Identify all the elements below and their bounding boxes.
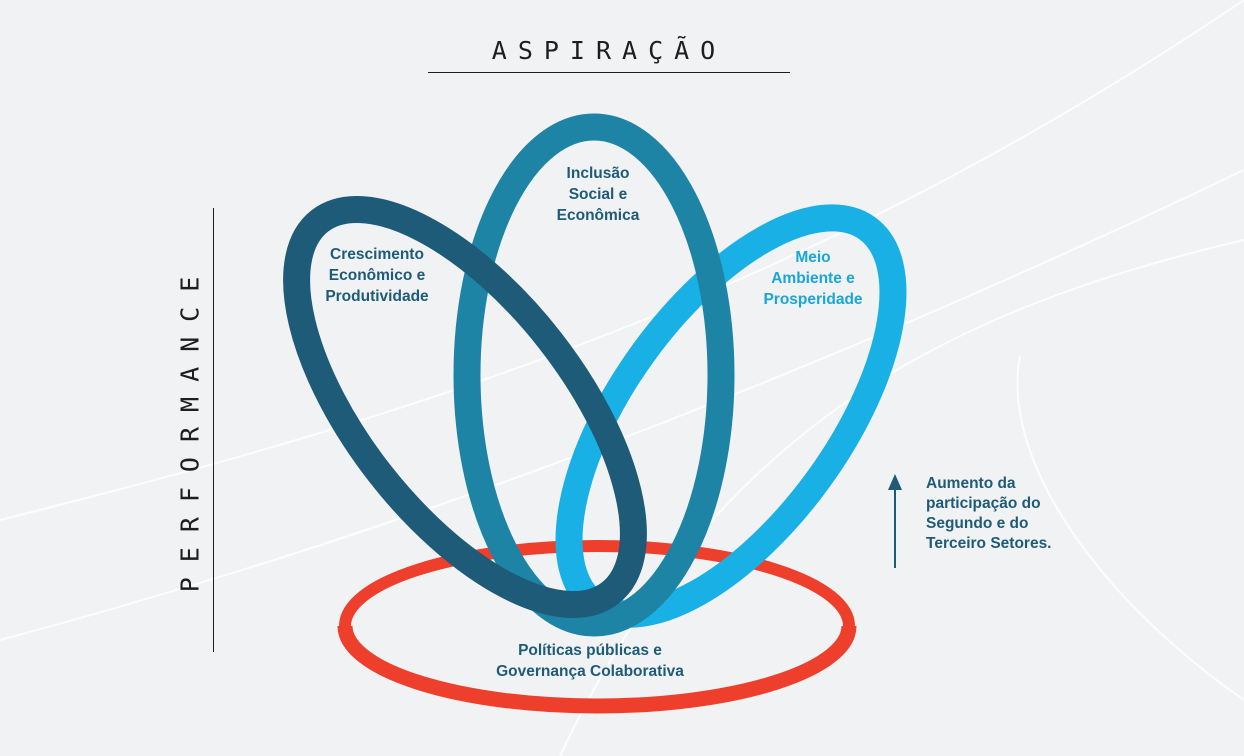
label-crescimento: Crescimento Econômico e Produtividade (325, 246, 429, 305)
annotation-aumento: Aumento da participação do Segundo e do … (926, 475, 1052, 552)
ring-inclusao (453, 113, 735, 637)
ring-politicas-front (337, 625, 857, 714)
ring-crescimento (283, 196, 647, 618)
performance-title: PERFORMANCE (175, 261, 205, 593)
performance-rule (213, 208, 214, 652)
aspiracao-title: ASPIRAÇÃO (491, 36, 727, 65)
aspiracao-underline (428, 72, 790, 73)
up-arrow-icon (888, 474, 902, 568)
label-meio-ambiente: Meio Ambiente e Prosperidade (763, 249, 863, 308)
label-politicas: Políticas públicas e Governança Colabora… (496, 642, 684, 680)
ring-politicas-back (339, 540, 855, 627)
label-inclusao: Inclusão Social e Econômica (556, 165, 640, 224)
